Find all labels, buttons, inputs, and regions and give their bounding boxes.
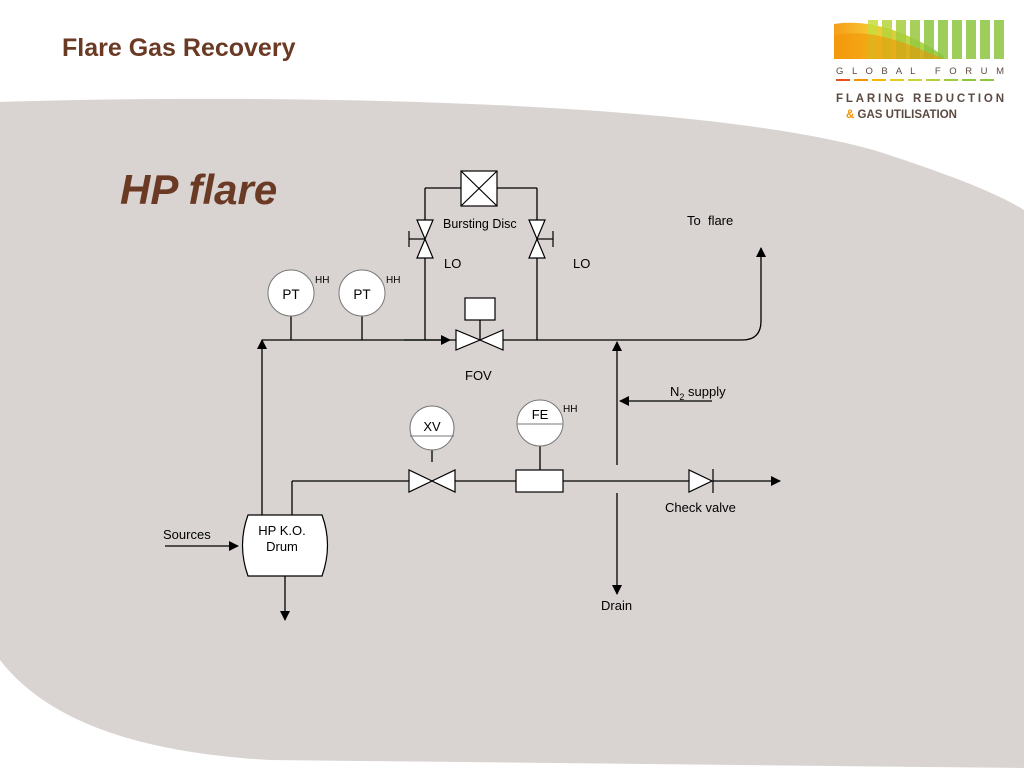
lo-right-label: LO xyxy=(573,256,590,271)
xv-instrument: XV xyxy=(409,405,455,451)
drum-label-line2: Drum xyxy=(266,539,298,554)
background-band xyxy=(0,98,1024,768)
logo-ampersand: & xyxy=(846,109,854,121)
pressure-transmitter-1: PT HH xyxy=(267,269,329,317)
n2-subscript: 2 xyxy=(679,392,684,402)
bursting-disc xyxy=(460,170,498,207)
pt2-hh-label: HH xyxy=(386,275,400,286)
hp-ko-drum xyxy=(241,514,329,577)
to-flare-label: To flare xyxy=(687,213,733,228)
drain-label: Drain xyxy=(601,598,632,613)
lo-left-label: LO xyxy=(444,256,461,271)
sources-label: Sources xyxy=(163,527,211,542)
logo-line3-text: GAS UTILISATION xyxy=(854,109,957,121)
fe-label: FE xyxy=(532,407,549,422)
fov-valve xyxy=(455,297,504,351)
n2-n: N xyxy=(670,384,679,399)
xv-valve xyxy=(408,469,456,493)
slide-header-title: Flare Gas Recovery xyxy=(62,34,296,62)
pt2-label: PT xyxy=(353,287,370,302)
lo-valve-left xyxy=(408,219,434,259)
logo-mark xyxy=(834,20,1004,60)
fov-label: FOV xyxy=(465,368,492,383)
pt1-label: PT xyxy=(282,287,299,302)
logo-line2: FLARING REDUCTION xyxy=(836,93,1004,105)
global-forum-logo: G L O B A L F O R U M FLARING REDUCTION … xyxy=(834,20,1004,121)
logo-dashes xyxy=(836,79,994,81)
flow-element xyxy=(515,469,564,493)
logo-line3: & GAS UTILISATION xyxy=(846,109,957,121)
piping xyxy=(165,187,781,621)
xv-label: XV xyxy=(423,419,441,434)
n2-supply-label: N2 supply xyxy=(670,384,726,402)
pt1-hh-label: HH xyxy=(315,275,329,286)
n2-rest: supply xyxy=(684,384,726,399)
bursting-disc-label: Bursting Disc xyxy=(443,217,517,231)
pressure-transmitter-2: PT HH xyxy=(338,269,400,317)
fe-instrument: FE HH xyxy=(516,399,577,447)
check-valve xyxy=(688,469,714,493)
logo-line1: G L O B A L F O R U M xyxy=(836,66,1004,77)
slide-heading: HP flare xyxy=(120,166,278,213)
drum-label-line1: HP K.O. xyxy=(258,523,305,538)
lo-valve-right xyxy=(528,219,554,259)
check-valve-label: Check valve xyxy=(665,500,736,515)
fe-hh-label: HH xyxy=(563,404,577,415)
